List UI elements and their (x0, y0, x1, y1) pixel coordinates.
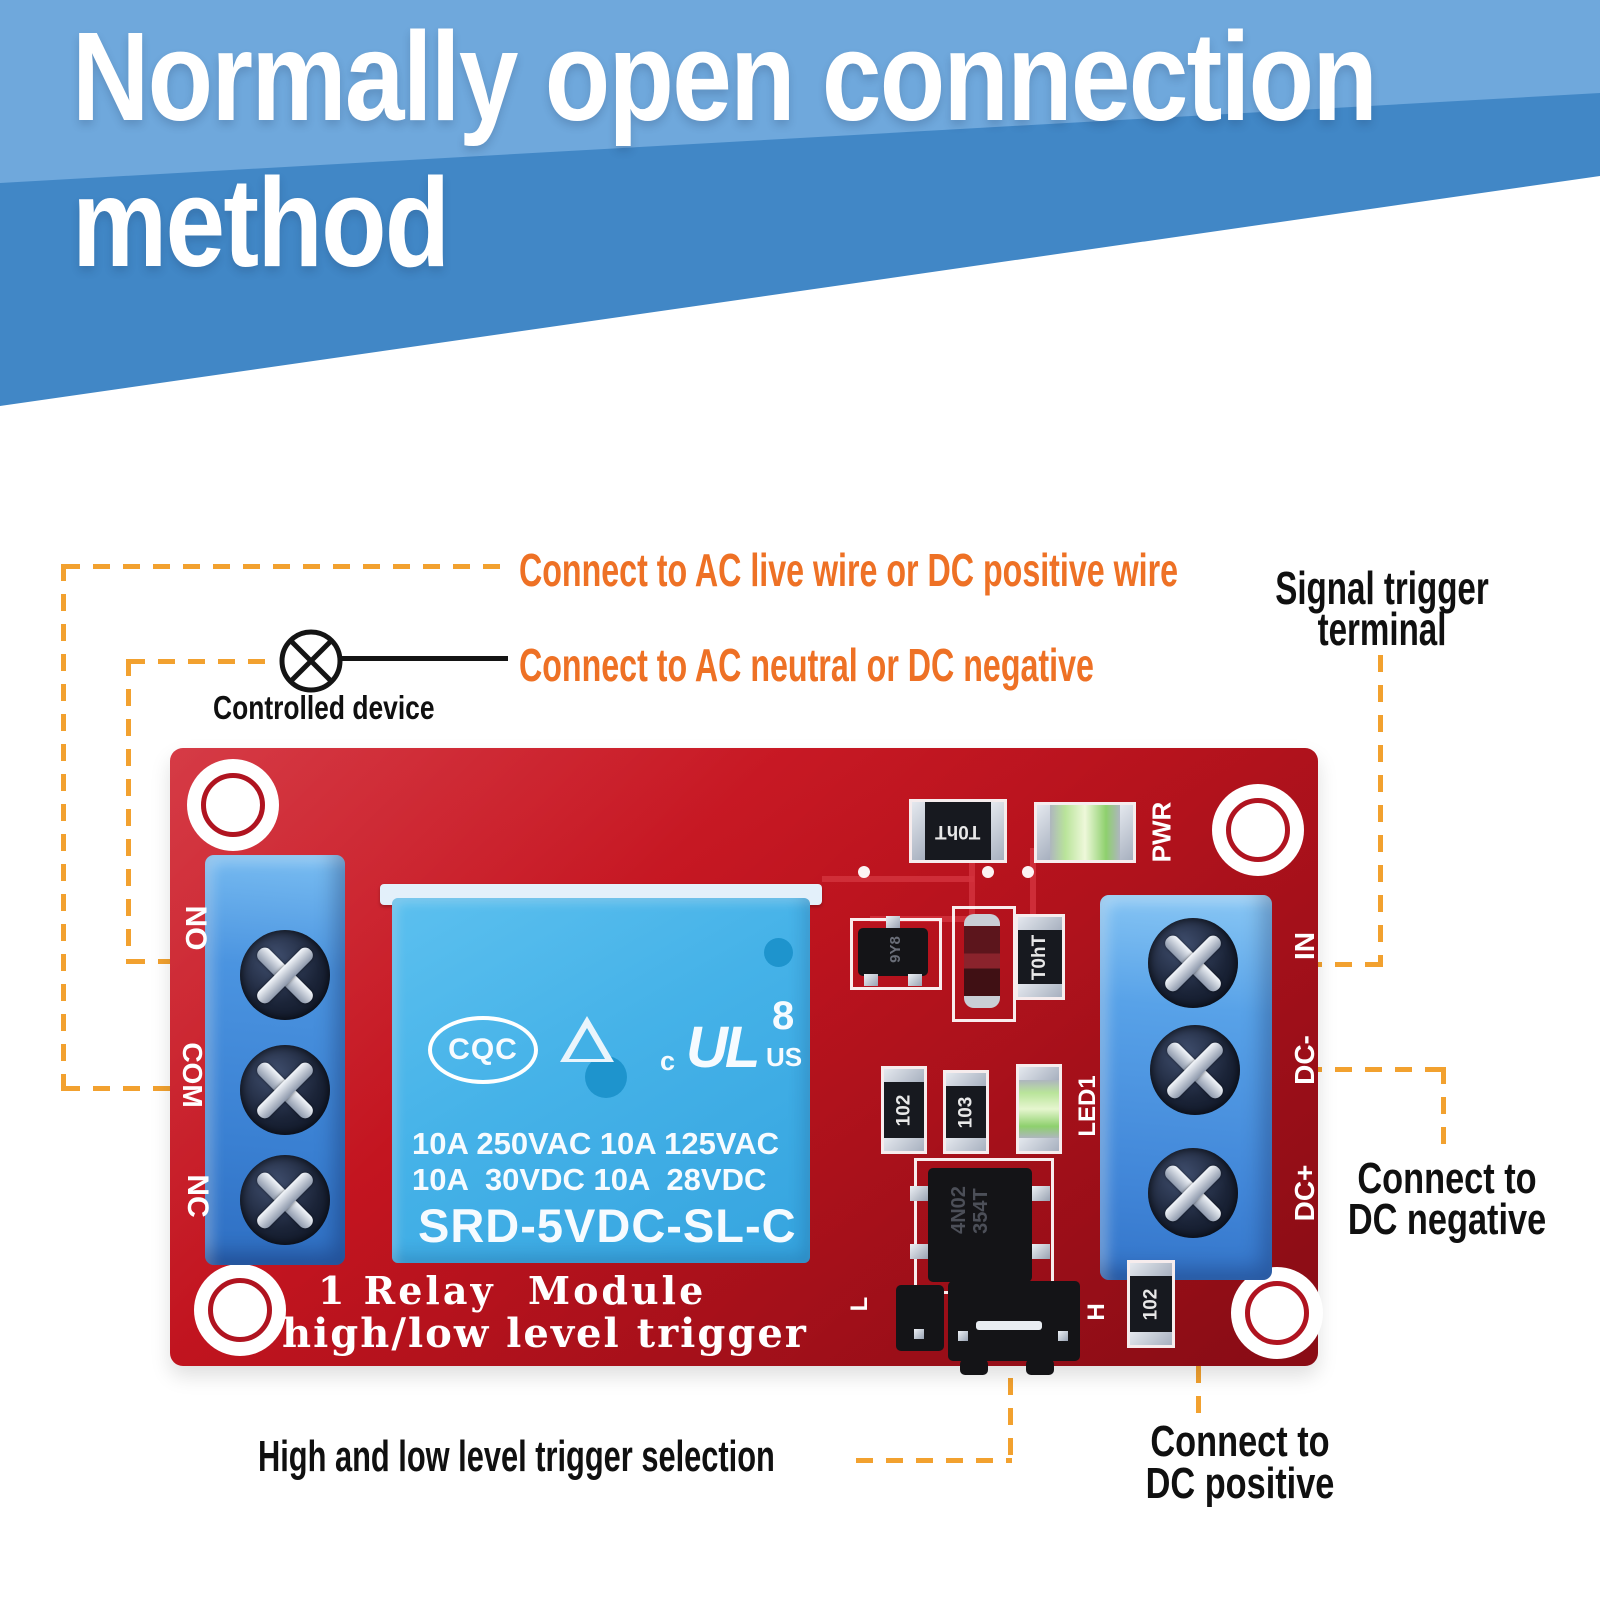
dash-signal-vertical-line (1378, 655, 1383, 967)
label-in: IN (1289, 932, 1320, 960)
lamp-lead-line (341, 656, 508, 661)
relay-model-number: SRD-5VDC-SL-C (418, 1199, 797, 1252)
screw-dc-plus (1148, 1148, 1238, 1238)
mounting-hole-bottom-right (1231, 1267, 1323, 1359)
jumper-pin (960, 1359, 988, 1375)
mounting-hole-bottom-left (194, 1264, 286, 1356)
relay-hole-center (585, 1056, 627, 1098)
dash-dc-negative-vertical (1441, 1067, 1446, 1157)
dc-negative-label: Connect to DC negative (1347, 1154, 1547, 1244)
via-dot (858, 866, 870, 878)
dc-negative-label-line1: Connect to (1357, 1154, 1537, 1203)
label-dc-minus: DC- (1289, 1035, 1320, 1085)
dash-jumper-vertical-line (1008, 1348, 1013, 1461)
silk-trigger-text: high/low level trigger (282, 1310, 808, 1357)
smd-resistor-103: 103 (943, 1070, 989, 1154)
ul-logo-8: 8 (772, 994, 795, 1038)
screw-nc (240, 1155, 330, 1245)
via-dot (982, 866, 994, 878)
smd-resistor-102a-marking: 102 (893, 1094, 915, 1126)
smd-resistor-top: T0hT (909, 799, 1007, 863)
relay-component: CQC c UL 8 US 10A 250VAC 10A 125VAC 10A … (392, 898, 810, 1263)
smd-resistor-102a: 102 (881, 1066, 927, 1154)
silk-module-name: 1 Relay Module (318, 1268, 707, 1313)
pcb-trace (822, 876, 974, 882)
smd-resistor-102b: 102 (1127, 1260, 1175, 1348)
screw-in (1148, 918, 1238, 1008)
page-title-line2: method (72, 152, 450, 293)
trigger-selection-label: High and low level trigger selection (258, 1432, 775, 1481)
via-dot (1022, 866, 1034, 878)
diode-outline (952, 906, 1016, 1022)
jumper-pin-block (896, 1285, 944, 1351)
dc-positive-label-line1: Connect to (1150, 1417, 1330, 1466)
ccc-triangle-icon (560, 1016, 614, 1062)
smd-resistor-mid-marking: T0hT (1029, 934, 1051, 980)
ac-live-label: Connect to AC live wire or DC positive w… (519, 544, 1179, 596)
screw-com (240, 1045, 330, 1135)
label-dc-plus: DC+ (1289, 1164, 1320, 1222)
label-com: COM (177, 1042, 208, 1108)
relay-rating-line1: 10A 250VAC 10A 125VAC (412, 1126, 780, 1161)
ul-logo-us: US (766, 1042, 803, 1072)
dash-left-vertical-line (61, 564, 66, 1091)
jumper-cap (948, 1281, 1080, 1361)
smd-resistor-102b-marking: 102 (1140, 1288, 1162, 1320)
optocoupler-marking-line1: 4N02 (947, 1186, 970, 1234)
label-no: NO (179, 905, 212, 951)
optocoupler-ic: 4N02 354T (910, 1168, 1050, 1282)
optocoupler-marking-line2: 354T (969, 1188, 992, 1234)
jumper-pin (1026, 1359, 1054, 1375)
label-jumper-high: H (1083, 1303, 1110, 1321)
ul-logo-c: c (660, 1046, 676, 1076)
relay-hole-corner (764, 938, 793, 967)
label-nc: NC (181, 1174, 214, 1218)
status-led1 (1016, 1064, 1062, 1154)
label-led1: LED1 (1074, 1075, 1101, 1137)
cqc-logo: CQC (428, 1016, 538, 1084)
dash-com-connector-line (63, 1086, 259, 1091)
dc-positive-label: Connect to DC positive (1145, 1417, 1335, 1508)
dash-lamp-line (128, 659, 278, 664)
mounting-hole-top-right (1212, 784, 1304, 876)
pcb-trace (1030, 848, 1036, 920)
label-pwr: PWR (1146, 801, 1177, 863)
ul-logo-main: UL (686, 1015, 760, 1080)
mounting-hole-top-left (187, 759, 279, 851)
ac-neutral-label: Connect to AC neutral or DC negative (519, 639, 1094, 691)
page-title-line1: Normally open connection (72, 6, 1378, 147)
power-led (1034, 802, 1136, 863)
dc-positive-label-line2: DC positive (1145, 1459, 1335, 1508)
relay-module-board: 1 Relay Module high/low level trigger CQ… (170, 748, 1323, 1375)
dash-dc-negative-line (1215, 1067, 1446, 1072)
smd-resistor-103-marking: 103 (955, 1096, 977, 1128)
dash-jumper-connector-line (856, 1458, 1012, 1463)
transistor: 9Y8 (858, 916, 928, 986)
screw-dc-minus (1150, 1025, 1240, 1115)
controlled-device-lamp-icon (276, 626, 346, 701)
relay-rating-line2: 10A 30VDC 10A 28VDC (412, 1162, 767, 1197)
diode (964, 914, 1000, 1008)
dash-ac-live-line (63, 564, 508, 569)
signal-trigger-label-line1: Signal trigger (1275, 562, 1489, 614)
smd-resistor-mid: T0hT (1015, 914, 1065, 1000)
screw-no (240, 930, 330, 1020)
dash-no-vertical-line (126, 659, 131, 964)
ul-logo: c UL 8 US (660, 994, 810, 1094)
dc-negative-label-line2: DC negative (1347, 1195, 1547, 1244)
transistor-marking: 9Y8 (886, 936, 904, 963)
signal-trigger-label: Signal trigger terminal (1275, 562, 1489, 655)
controlled-device-label: Controlled device (213, 689, 435, 726)
smd-resistor-top-marking: T0hT (935, 820, 981, 842)
label-jumper-low: L (846, 1296, 873, 1312)
signal-trigger-label-line2: terminal (1317, 603, 1447, 655)
